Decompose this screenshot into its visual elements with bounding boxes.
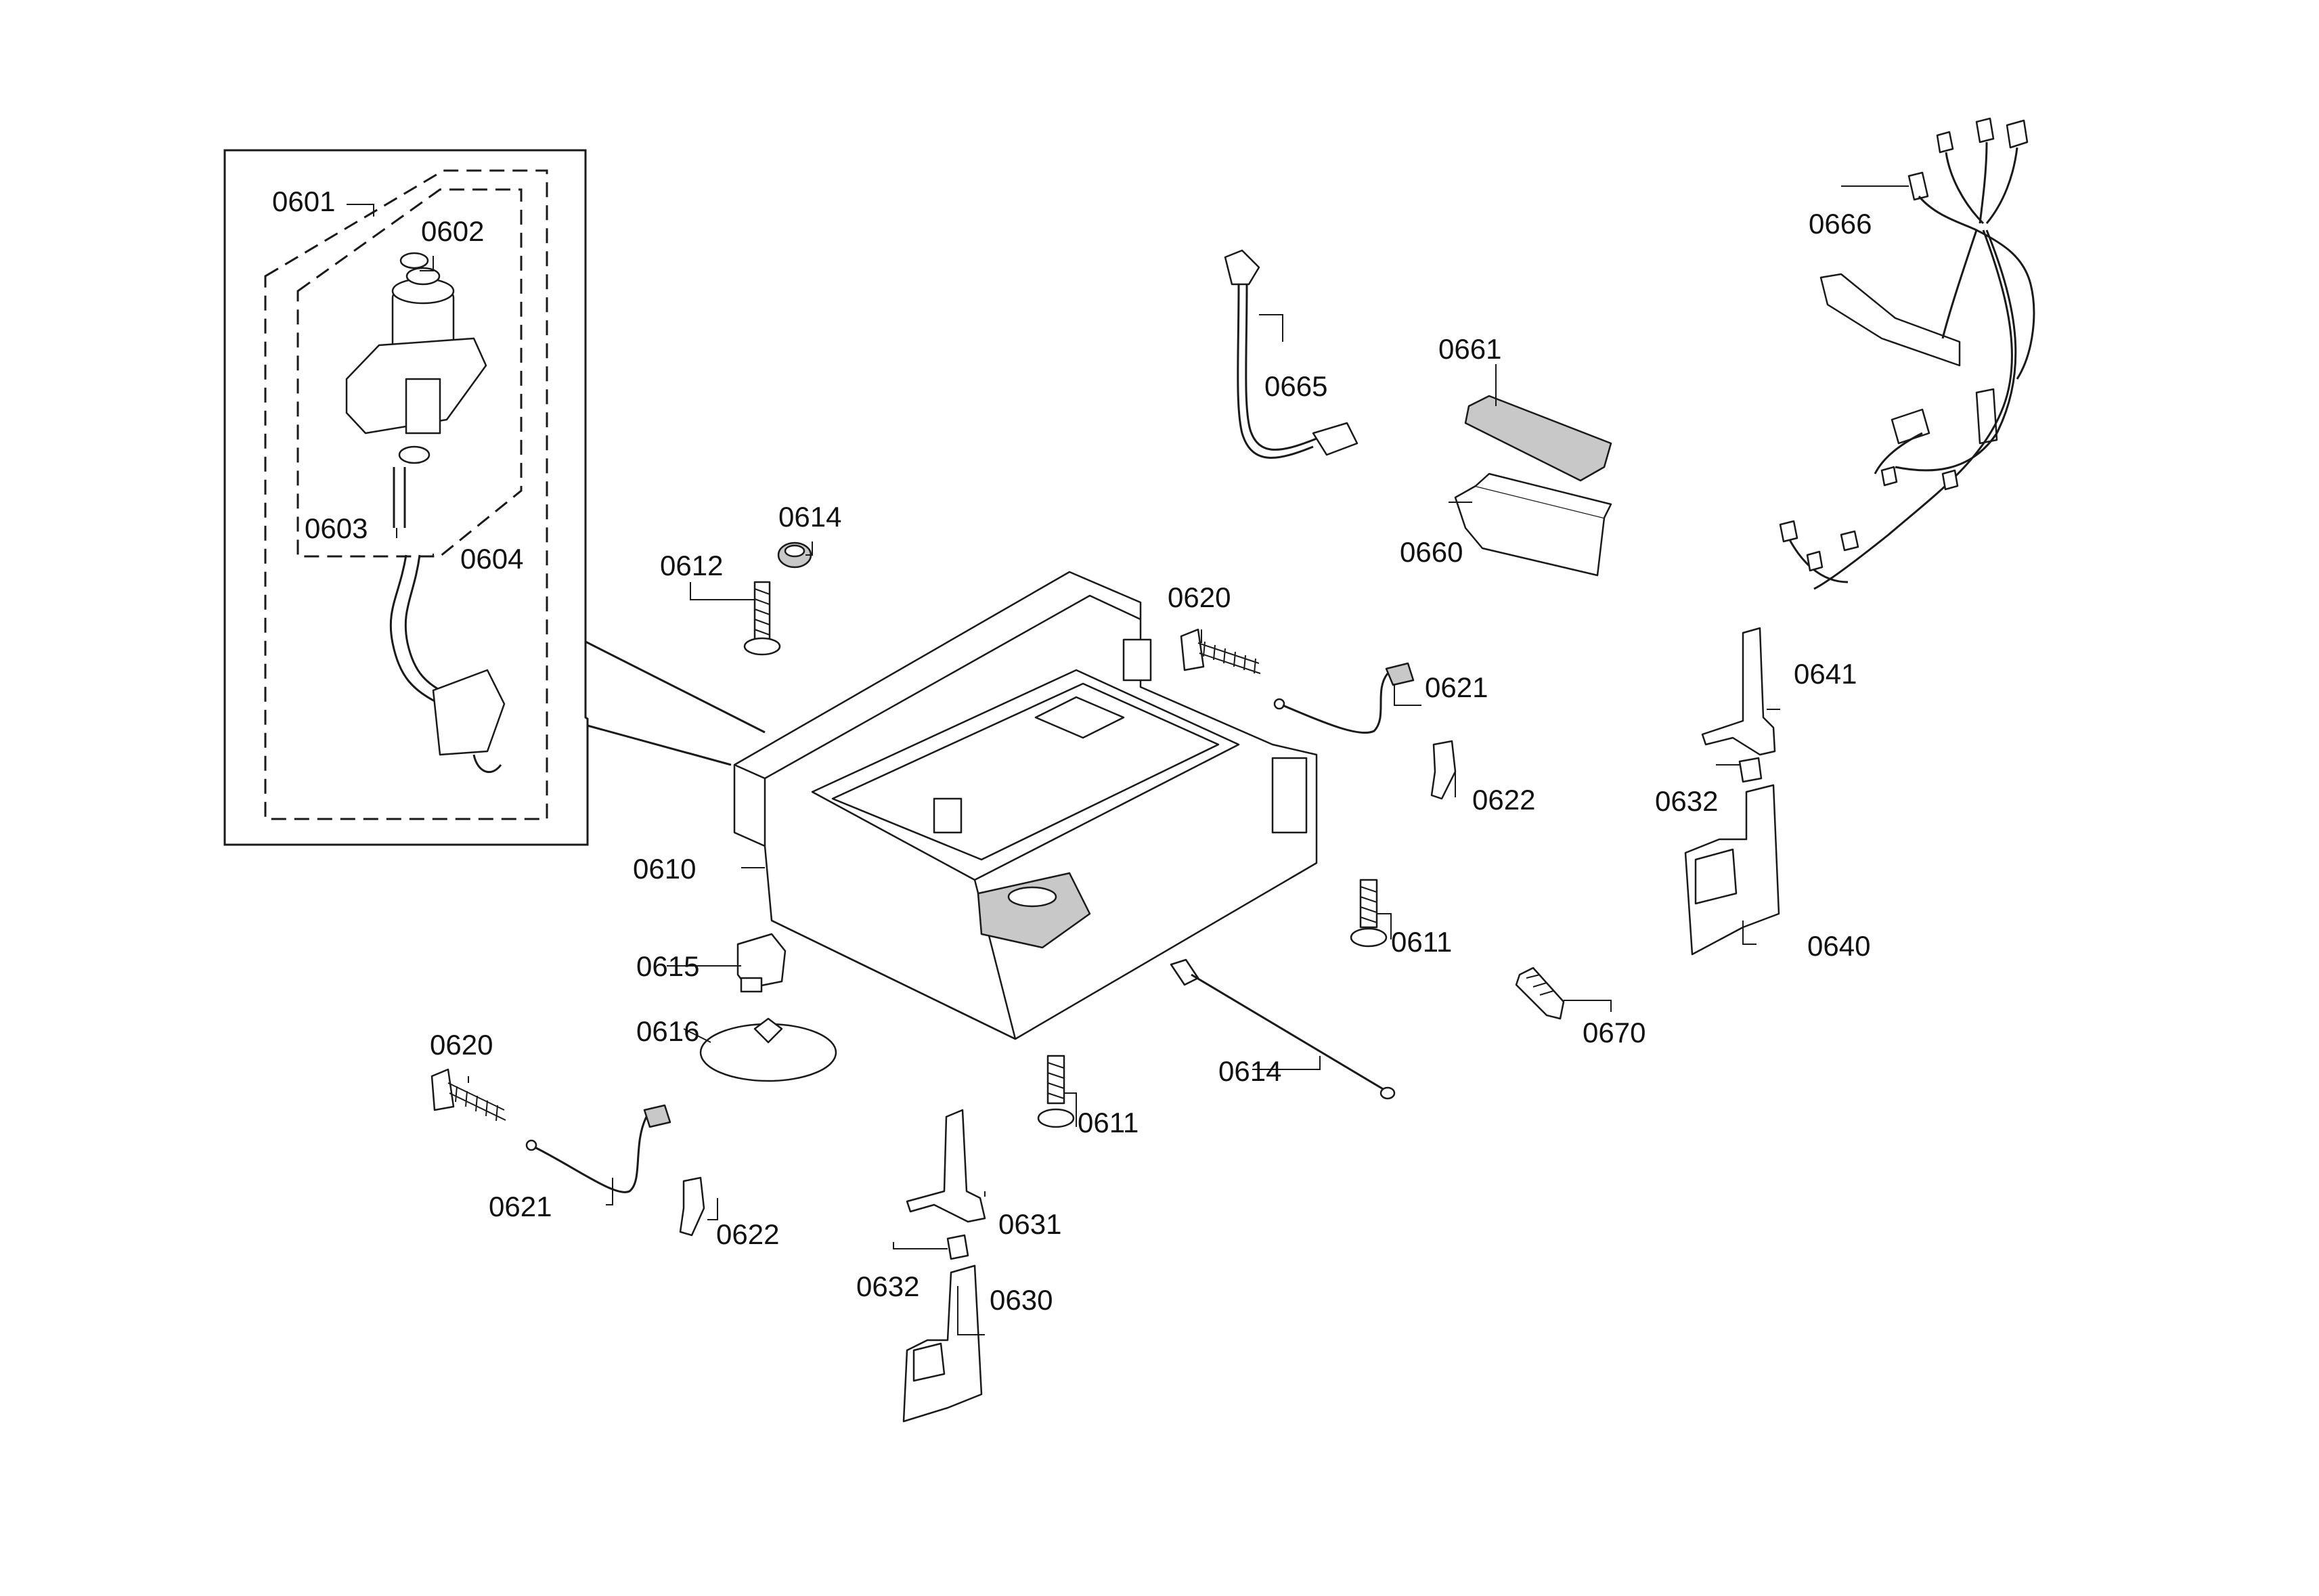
power-cord-0665-part — [1224, 249, 1359, 459]
callout-0614-b: 0614 — [1218, 1055, 1281, 1087]
callout-0611-a: 0611 — [1391, 926, 1452, 958]
rod-0614-part — [1170, 958, 1396, 1100]
leader-lines — [347, 185, 1909, 1335]
group-outline-0601 — [264, 169, 548, 820]
callout-0622-b: 0622 — [716, 1218, 779, 1250]
inset-connector-lower — [587, 724, 732, 766]
disc-0616-part — [699, 1017, 837, 1082]
foot-0612-part — [743, 581, 781, 656]
inset-connector-upper — [585, 640, 766, 734]
callout-0604: 0604 — [460, 543, 523, 575]
callout-0611-b: 0611 — [1078, 1107, 1139, 1138]
hinge-plate-0640-part — [1684, 784, 1780, 956]
hose-part — [389, 554, 441, 705]
callout-0622-a: 0622 — [1472, 784, 1535, 816]
callout-0630: 0630 — [990, 1284, 1053, 1316]
group-outline-0604 — [296, 188, 523, 558]
spring-0632-part-2 — [946, 1234, 969, 1260]
inset-frame — [223, 149, 589, 846]
callout-0631: 0631 — [998, 1208, 1061, 1240]
callout-0603: 0603 — [305, 512, 368, 544]
sensor-0621-part-1 — [1273, 662, 1415, 734]
hinge-bracket-0641-part — [1701, 627, 1776, 756]
callout-0620-a: 0620 — [1168, 581, 1231, 613]
callout-0641: 0641 — [1794, 658, 1857, 690]
callout-0660: 0660 — [1400, 536, 1463, 568]
callout-0614-a: 0614 — [778, 501, 841, 533]
hose-part-inner — [404, 554, 451, 697]
spring-0620-part-2 — [430, 1068, 506, 1122]
callout-0670: 0670 — [1583, 1017, 1646, 1048]
detail-inset — [223, 149, 766, 846]
sensor-0621-part-2 — [525, 1104, 671, 1193]
clip-0622-part-2 — [679, 1176, 705, 1237]
hose-terminal-wire — [472, 754, 502, 774]
base-tub-0610 — [733, 571, 1318, 1040]
housing-0660-part — [1454, 472, 1612, 577]
callout-0610: 0610 — [633, 853, 696, 885]
callout-0621-b: 0621 — [489, 1191, 552, 1222]
part-0670-part — [1515, 967, 1565, 1020]
spring-0620-part-1 — [1180, 628, 1261, 674]
hinge-bracket-0631-part — [906, 1109, 986, 1223]
callout-0616: 0616 — [636, 1015, 699, 1047]
cover-0661-part — [1464, 395, 1612, 482]
callout-0620-b: 0620 — [430, 1029, 493, 1061]
clip-0622-part-1 — [1430, 740, 1457, 800]
callout-0632-a: 0632 — [1655, 785, 1718, 817]
callout-0661: 0661 — [1438, 333, 1501, 365]
callout-0602: 0602 — [421, 215, 484, 247]
callout-0621-a: 0621 — [1425, 671, 1488, 703]
inlet-valve-part — [345, 267, 487, 528]
hose-terminal-part — [432, 669, 506, 756]
callout-0640: 0640 — [1807, 930, 1870, 962]
callout-0665: 0665 — [1264, 370, 1327, 402]
callout-0601: 0601 — [272, 185, 335, 217]
callout-0615: 0615 — [636, 950, 699, 982]
hinge-plate-0630-part — [902, 1264, 983, 1423]
callout-labels: 0601 0602 0603 0604 0610 0611 0611 0612 … — [272, 185, 1872, 1316]
foot-0611-part-2 — [1037, 1055, 1075, 1128]
callout-0666: 0666 — [1809, 208, 1872, 240]
spring-0632-part-1 — [1738, 757, 1763, 783]
bracket-0615-part — [736, 933, 787, 993]
nut-0602-part — [399, 252, 429, 269]
callout-0632-b: 0632 — [856, 1270, 919, 1302]
callout-0612: 0612 — [660, 550, 723, 581]
nut-0614-part — [777, 541, 812, 569]
wiring-harness-0666-part — [1779, 117, 2035, 590]
foot-0611-part-1 — [1350, 879, 1388, 948]
